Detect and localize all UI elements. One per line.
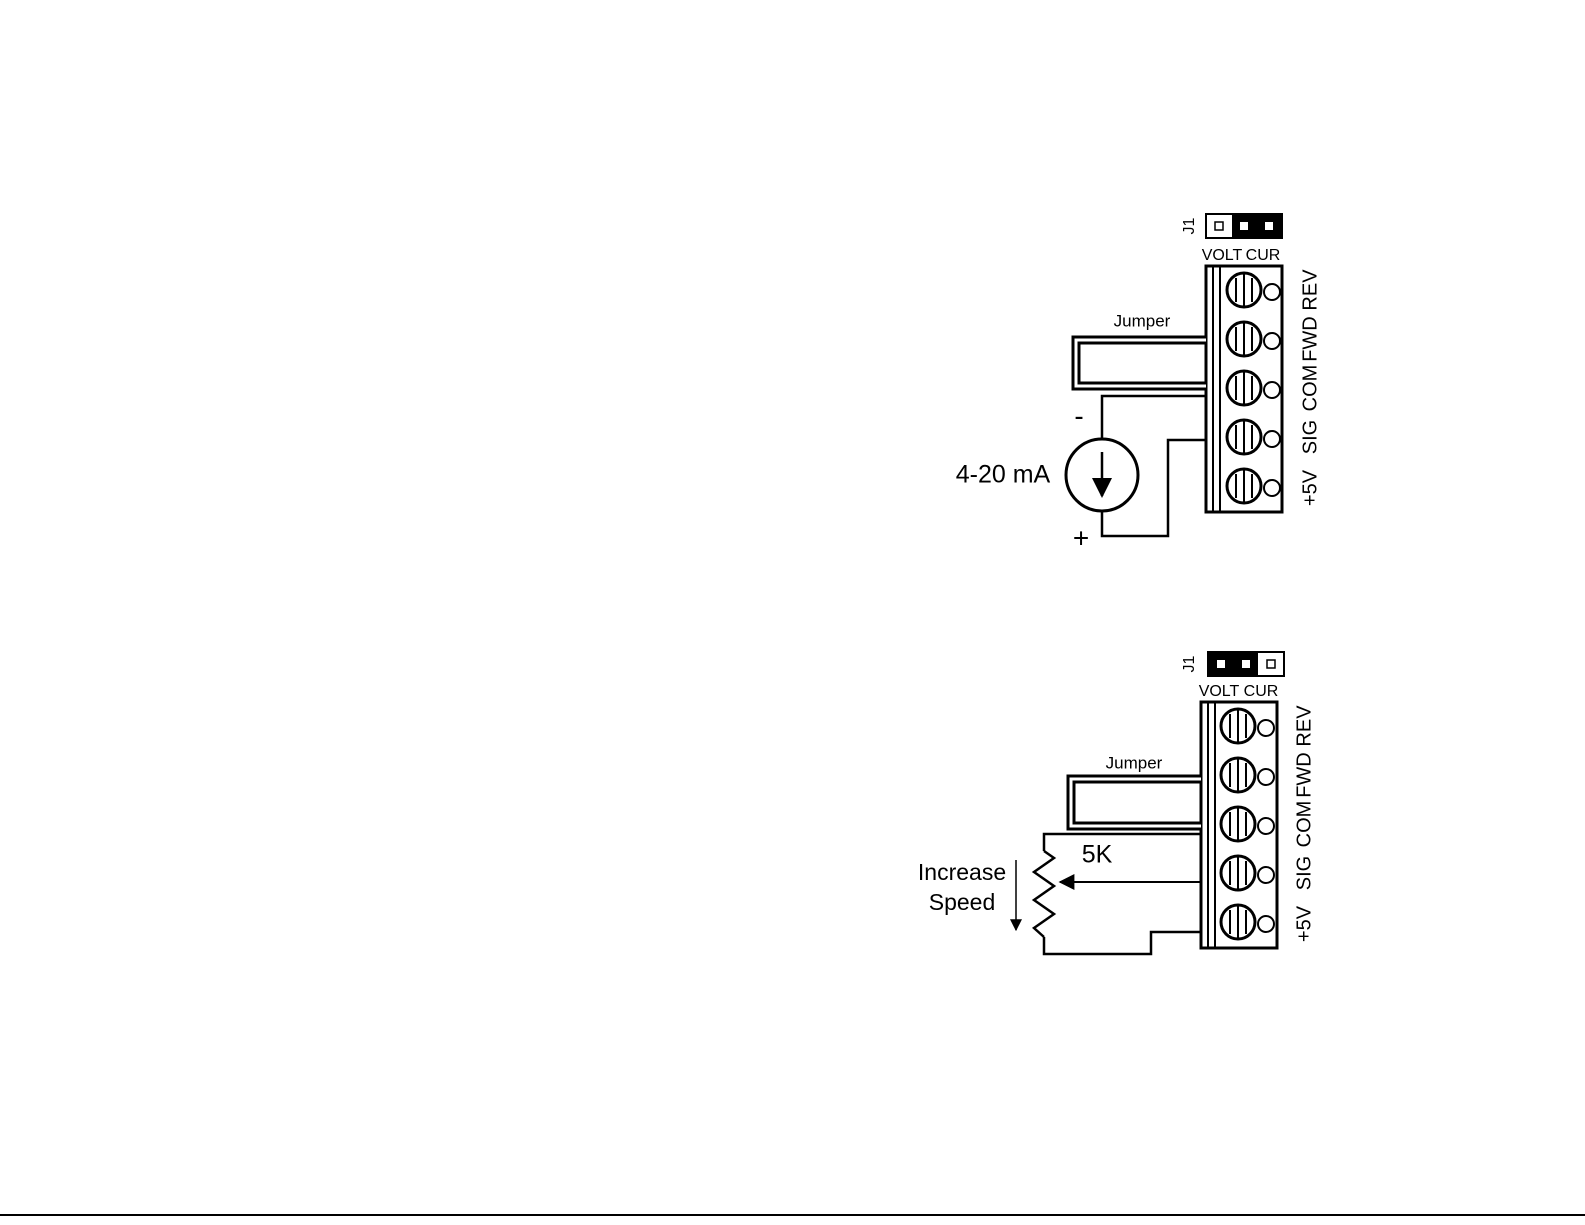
page-bottom-rule (0, 1214, 1585, 1216)
terminal-block-2 (1201, 702, 1277, 948)
terminal-label-5v: +5V (1299, 469, 1321, 506)
terminal-label-5v-2: +5V (1293, 905, 1315, 942)
jumper-label: Jumper (1114, 311, 1171, 330)
increase-speed-line2: Speed (929, 889, 996, 915)
cur-label: CUR (1246, 247, 1281, 264)
plus-sign: + (1073, 522, 1089, 553)
jumper-label-2: Jumper (1106, 753, 1163, 772)
j1-header-2: J1 VOLT CUR (1181, 652, 1284, 700)
terminal-labels-2: REV FWD COM SIG +5V (1293, 705, 1315, 942)
j1-header: J1 VOLT CUR (1181, 214, 1282, 264)
terminal-block (1206, 266, 1282, 512)
j1-pin-2 (1240, 222, 1248, 230)
terminal-label-com-2: COM (1293, 801, 1315, 848)
current-input-diagram: J1 VOLT CUR (956, 214, 1322, 553)
terminal-labels: REV FWD COM SIG +5V (1299, 269, 1321, 506)
current-source: 4-20 mA - + (956, 400, 1138, 553)
j1-shunt (1232, 214, 1282, 238)
j1-pin-2-2 (1242, 660, 1250, 668)
jumper-wire-2: Jumper (1071, 753, 1201, 826)
terminal-label-fwd-2: FWD (1293, 752, 1315, 798)
cur-label-2: CUR (1244, 683, 1279, 700)
potentiometer-value: 5K (1082, 841, 1113, 869)
potentiometer-icon (1034, 851, 1054, 937)
terminal-label-sig-2: SIG (1293, 856, 1315, 890)
jumper-wire: Jumper (1076, 311, 1206, 386)
terminal-label-rev-2: REV (1293, 705, 1315, 747)
j1-pin-3-2 (1267, 660, 1275, 668)
potentiometer: 5K Increase Speed (918, 841, 1113, 937)
terminal-label-fwd: FWD (1299, 316, 1321, 362)
j1-shunt-2 (1208, 652, 1258, 676)
j1-label: J1 (1181, 217, 1198, 234)
terminal-label-sig: SIG (1299, 420, 1321, 454)
j1-label-2: J1 (1181, 655, 1198, 672)
current-source-label: 4-20 mA (956, 461, 1051, 489)
j1-pin-1 (1215, 222, 1223, 230)
potentiometer-wiring (1044, 834, 1201, 954)
increase-speed-line1: Increase (918, 859, 1006, 885)
volt-label-2: VOLT (1199, 683, 1240, 700)
terminal-label-com: COM (1299, 365, 1321, 412)
terminal-label-rev: REV (1299, 269, 1321, 311)
j1-pin-3 (1265, 222, 1273, 230)
potentiometer-diagram: J1 VOLT CUR (918, 652, 1315, 954)
j1-pin-1-2 (1217, 660, 1225, 668)
volt-label: VOLT (1202, 247, 1243, 264)
minus-sign: - (1074, 400, 1083, 431)
